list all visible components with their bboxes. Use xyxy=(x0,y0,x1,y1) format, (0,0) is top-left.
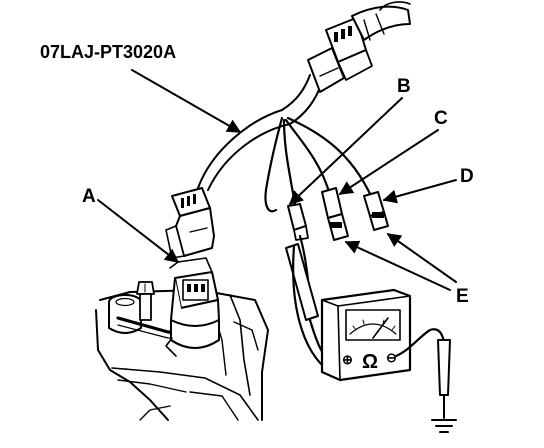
leader-tool xyxy=(131,69,242,133)
callout-a: A xyxy=(82,186,96,207)
mounting-bolt xyxy=(136,281,155,321)
lead-b-clip xyxy=(287,203,309,241)
meter-ohm-symbol: Ω xyxy=(362,351,378,373)
leader-c xyxy=(338,129,439,195)
harness-top-connector xyxy=(307,1,411,93)
sensor-a xyxy=(165,257,220,357)
probe-lead xyxy=(285,234,342,374)
engine-housing xyxy=(95,289,269,421)
tool-part-number: 07LAJ-PT3020A xyxy=(40,42,176,62)
leader-lines xyxy=(97,69,457,291)
leader-e-2 xyxy=(386,233,457,283)
leader-e-1 xyxy=(344,240,451,291)
harness-sensor-plug xyxy=(165,187,215,259)
callout-d: D xyxy=(460,166,474,187)
meter-minus-terminal: ⊖ xyxy=(386,350,397,365)
leader-a xyxy=(97,199,180,263)
lead-d-clip xyxy=(363,191,389,231)
callout-e: E xyxy=(456,286,469,307)
callout-b: B xyxy=(397,76,411,97)
lead-c-clip xyxy=(321,187,349,241)
main-cable xyxy=(197,74,323,191)
multimeter: Ω ⊕ ⊖ xyxy=(320,288,412,382)
ground-lead xyxy=(394,328,457,433)
meter-plus-terminal: ⊕ xyxy=(342,352,353,367)
leader-d xyxy=(382,179,457,204)
branch-wires xyxy=(264,116,374,213)
callout-c: C xyxy=(434,108,448,129)
leader-b xyxy=(288,97,403,205)
